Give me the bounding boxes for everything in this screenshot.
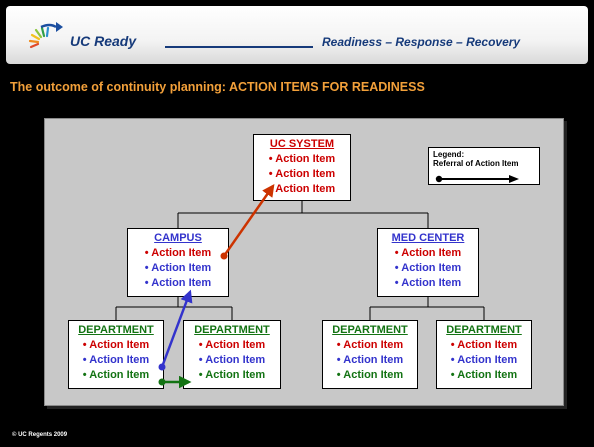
campus-title: CAMPUS (154, 232, 202, 244)
legend-label: Referral of Action Item (433, 159, 519, 168)
action-item: • Action Item (144, 277, 212, 289)
uc-system-title: UC SYSTEM (269, 138, 335, 150)
slide-subtitle: The outcome of continuity planning: ACTI… (10, 80, 425, 94)
action-item: • Action Item (268, 153, 336, 165)
department-title: DEPARTMENT (194, 324, 270, 336)
legend-box: Legend: Referral of Action Item (428, 147, 540, 185)
campus-box: CAMPUS • Action Item • Action Item • Act… (127, 228, 229, 297)
action-item: • Action Item (268, 168, 336, 180)
action-item: • Action Item (82, 369, 150, 381)
med-center-title: MED CENTER (391, 232, 465, 244)
department-box: DEPARTMENT • Action Item • Action Item •… (322, 320, 418, 389)
action-item: • Action Item (336, 369, 404, 381)
action-item: • Action Item (450, 339, 518, 351)
action-item: • Action Item (144, 262, 212, 274)
department-title: DEPARTMENT (332, 324, 408, 336)
action-item: • Action Item (394, 277, 462, 289)
brand-name: UC Ready (70, 33, 137, 49)
legend-arrow-icon (435, 175, 519, 183)
action-item: • Action Item (336, 354, 404, 366)
tagline: Readiness – Response – Recovery (322, 35, 521, 49)
action-item: • Action Item (198, 354, 266, 366)
action-item: • Action Item (198, 339, 266, 351)
uc-system-box: UC SYSTEM • Action Item • Action Item • … (253, 134, 351, 201)
legend-title: Legend: (433, 150, 465, 159)
action-item: • Action Item (394, 262, 462, 274)
action-item: • Action Item (450, 369, 518, 381)
action-item: • Action Item (82, 354, 150, 366)
header-banner: UC Ready Readiness – Response – Recovery (6, 6, 588, 64)
action-item: • Action Item (450, 354, 518, 366)
department-box: DEPARTMENT • Action Item • Action Item •… (183, 320, 281, 389)
sunburst-arrow-icon (28, 22, 63, 49)
action-item: • Action Item (82, 339, 150, 351)
action-item: • Action Item (336, 339, 404, 351)
action-item: • Action Item (198, 369, 266, 381)
med-center-box: MED CENTER • Action Item • Action Item •… (377, 228, 479, 297)
action-item: • Action Item (144, 247, 212, 259)
department-box: DEPARTMENT • Action Item • Action Item •… (436, 320, 532, 389)
department-title: DEPARTMENT (446, 324, 522, 336)
header-rule (165, 46, 313, 48)
department-box: DEPARTMENT • Action Item • Action Item •… (68, 320, 164, 389)
copyright: © UC Regents 2009 (12, 432, 68, 438)
action-item: • Action Item (394, 247, 462, 259)
department-title: DEPARTMENT (78, 324, 154, 336)
action-item: • Action Item (268, 183, 336, 195)
